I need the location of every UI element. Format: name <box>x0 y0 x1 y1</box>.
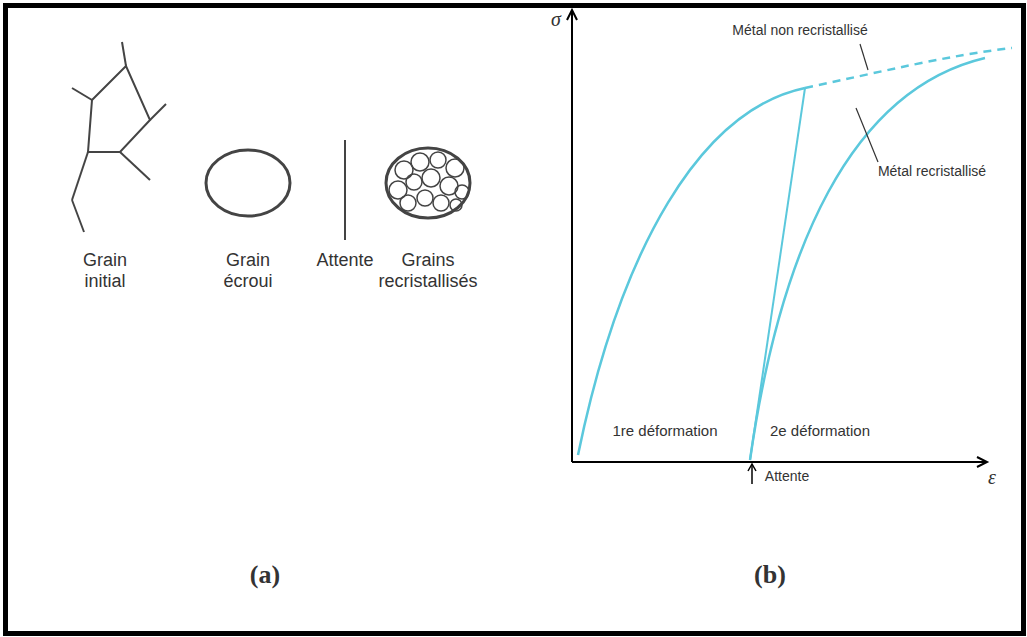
axis-label: σ <box>544 8 568 31</box>
stress-curves <box>578 48 1012 460</box>
grain-label: Grain écroui <box>213 250 283 291</box>
wait-line <box>344 140 346 240</box>
curve-label: Métal recristallisé <box>867 163 997 179</box>
grain-ecroui <box>206 150 290 216</box>
wait-label: Attente <box>757 468 817 484</box>
grain-label: Grains recristallisés <box>361 250 496 291</box>
panel-label: (a) <box>235 560 295 590</box>
grain-label: Grain initial <box>70 250 140 291</box>
axis-label: ε <box>980 466 1004 489</box>
step-label: 2e déformation <box>755 422 885 439</box>
axes <box>567 10 987 484</box>
curve-label: Métal non recristallisé <box>690 22 910 38</box>
frame <box>3 3 1026 636</box>
grain-initial <box>72 42 166 232</box>
wait-label: Attente <box>305 250 385 271</box>
step-label: 1re déformation <box>600 422 730 439</box>
grains-recristallises <box>386 148 470 218</box>
panel-label: (b) <box>740 560 800 590</box>
leader-lines <box>856 44 878 162</box>
